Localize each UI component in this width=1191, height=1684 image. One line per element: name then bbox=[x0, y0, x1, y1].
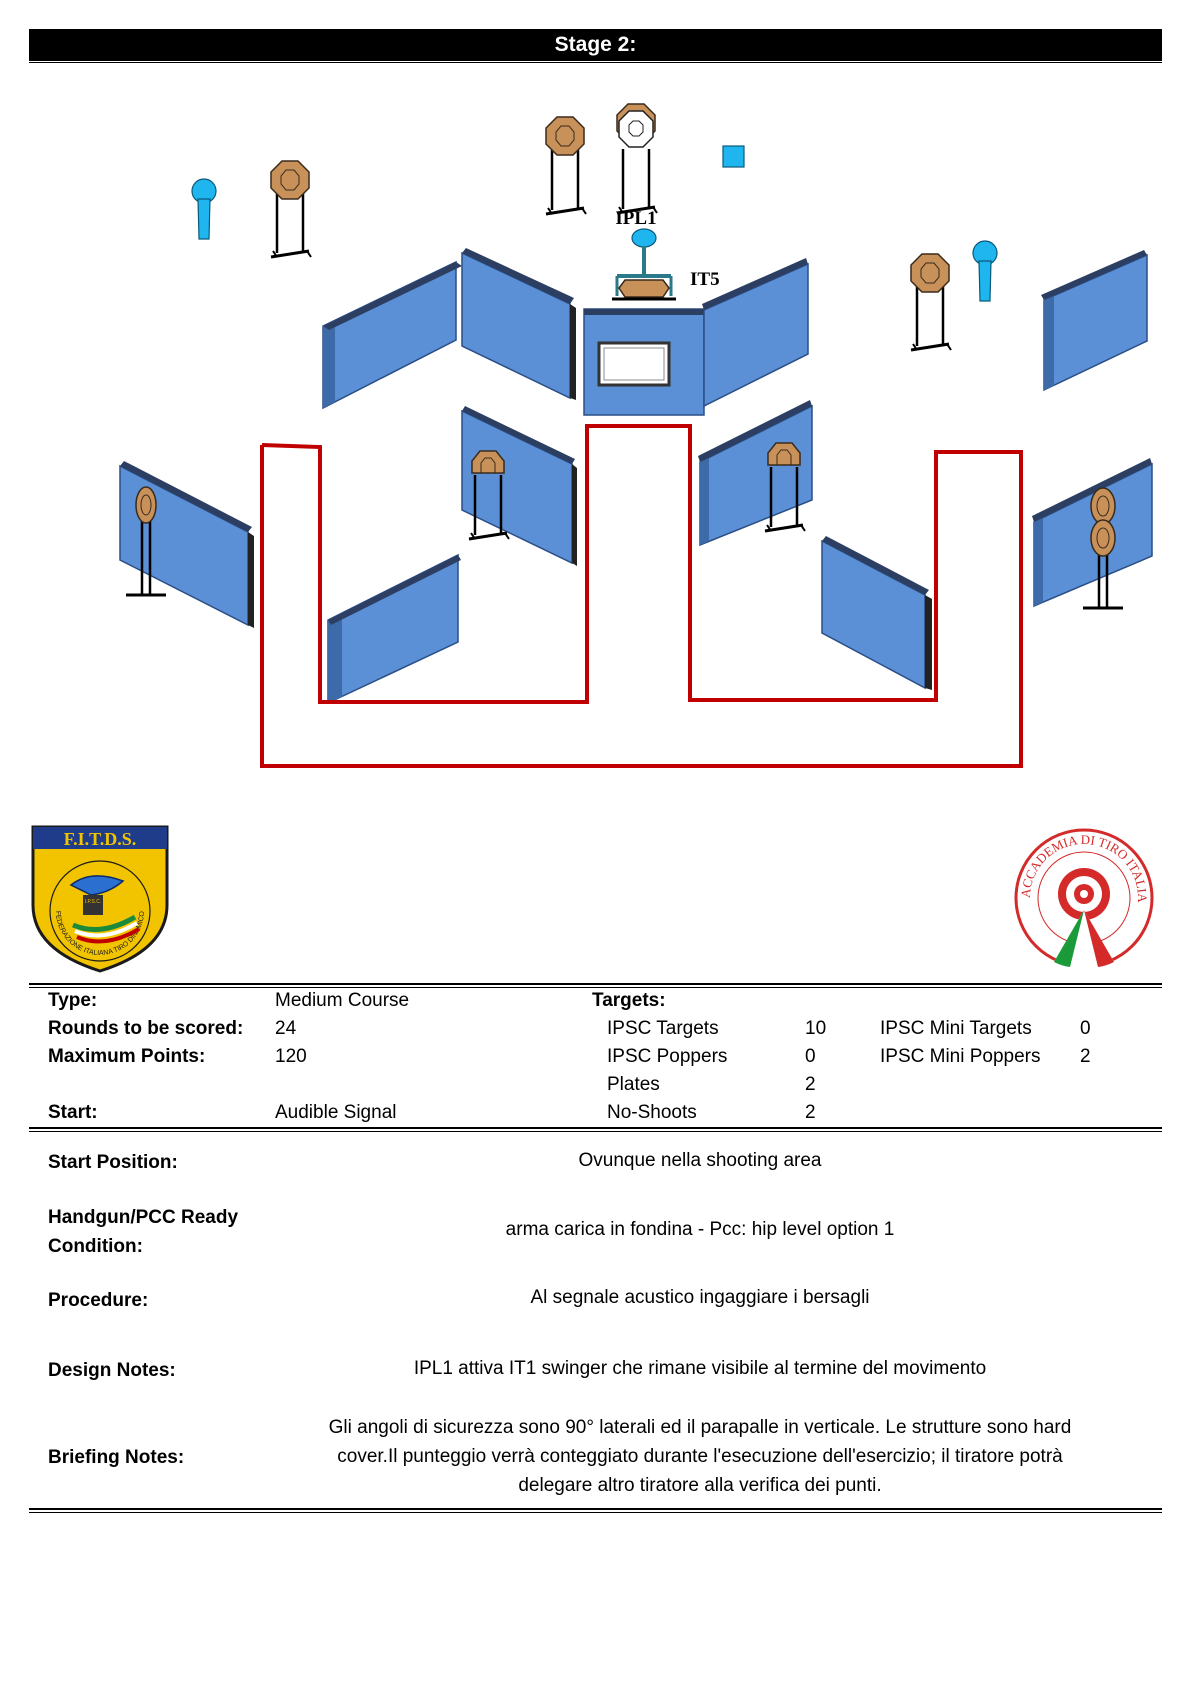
table-mid-rule-1 bbox=[29, 1127, 1162, 1129]
briefing-notes-label: Briefing Notes: bbox=[48, 1447, 185, 1468]
start-position-value: Ovunque nella shooting area bbox=[578, 1150, 822, 1171]
mini-targets-label: IPSC Mini Targets bbox=[880, 1018, 1032, 1039]
mini-targets-value: 0 bbox=[1080, 1018, 1091, 1039]
procedure-label: Procedure: bbox=[48, 1290, 149, 1311]
ipsc-targets-label: IPSC Targets bbox=[607, 1018, 719, 1039]
ipsc-targets bbox=[126, 103, 1123, 610]
targets-label: Targets: bbox=[592, 990, 666, 1011]
design-notes-value: IPL1 attiva IT1 swinger che rimane visib… bbox=[413, 1358, 987, 1379]
ipl1-label: IPL1 bbox=[615, 208, 656, 229]
stage-title: Stage 2: bbox=[29, 29, 1162, 61]
noshoots-label: No-Shoots bbox=[607, 1102, 697, 1123]
start-label: Start: bbox=[48, 1102, 98, 1123]
points-label: Maximum Points: bbox=[48, 1046, 206, 1067]
start-value: Audible Signal bbox=[275, 1102, 397, 1123]
briefing-notes-line2: cover.Il punteggio verrà conteggiato dur… bbox=[337, 1446, 1063, 1467]
noshoots-value: 2 bbox=[805, 1102, 816, 1123]
type-value: Medium Course bbox=[275, 990, 410, 1011]
stage-diagram: IPL1 IT5 bbox=[119, 103, 1153, 768]
fault-line bbox=[260, 424, 1023, 768]
plates-label: Plates bbox=[607, 1074, 660, 1095]
table-mid-rule-2 bbox=[29, 1131, 1162, 1132]
ready-condition-label-line2: Condition: bbox=[48, 1236, 143, 1257]
ready-condition-value: arma carica in fondina - Pcc: hip level … bbox=[505, 1219, 895, 1240]
design-notes-label: Design Notes: bbox=[48, 1360, 176, 1381]
ipl1-swinger bbox=[612, 228, 676, 301]
ipsc-targets-value: 10 bbox=[805, 1018, 827, 1039]
it5-label: IT5 bbox=[690, 269, 720, 290]
ipsc-poppers-value: 0 bbox=[805, 1046, 816, 1067]
table-top-rule-2 bbox=[29, 987, 1162, 988]
mini-poppers-value: 2 bbox=[1080, 1046, 1091, 1067]
briefing-notes-line1: Gli angoli di sicurezza sono 90° lateral… bbox=[328, 1417, 1072, 1438]
procedure-value: Al segnale acustico ingaggiare i bersagl… bbox=[530, 1287, 870, 1308]
fitds-logo-text: F.I.T.D.S. bbox=[64, 829, 137, 849]
type-label: Type: bbox=[48, 990, 98, 1011]
fitds-shield-text: I.P.S.C. bbox=[85, 899, 102, 905]
ready-condition-label-line1: Handgun/PCC Ready bbox=[48, 1207, 239, 1228]
accademia-logo: ACCADEMIA DI TIRO ITALIANA bbox=[1014, 824, 1154, 968]
start-position-label: Start Position: bbox=[48, 1152, 178, 1173]
table-bottom-rule-1 bbox=[29, 1508, 1162, 1510]
rounds-label: Rounds to be scored: bbox=[48, 1018, 244, 1039]
fitds-logo: F.I.T.D.S. FEDERAZIONE ITALIANA TIRO DIN… bbox=[31, 825, 169, 973]
walls bbox=[119, 248, 1153, 705]
table-top-rule-1 bbox=[29, 983, 1162, 985]
mini-poppers bbox=[191, 178, 998, 302]
plates-value: 2 bbox=[805, 1074, 816, 1095]
briefing-notes-line3: delegare altro tiratore alla verifica de… bbox=[518, 1475, 882, 1496]
title-underline bbox=[29, 62, 1162, 63]
mini-poppers-label: IPSC Mini Poppers bbox=[880, 1046, 1041, 1067]
table-bottom-rule-2 bbox=[29, 1512, 1162, 1513]
points-value: 120 bbox=[275, 1046, 307, 1067]
ipsc-poppers-label: IPSC Poppers bbox=[607, 1046, 728, 1067]
rounds-value: 24 bbox=[275, 1018, 297, 1039]
plate bbox=[722, 145, 745, 168]
